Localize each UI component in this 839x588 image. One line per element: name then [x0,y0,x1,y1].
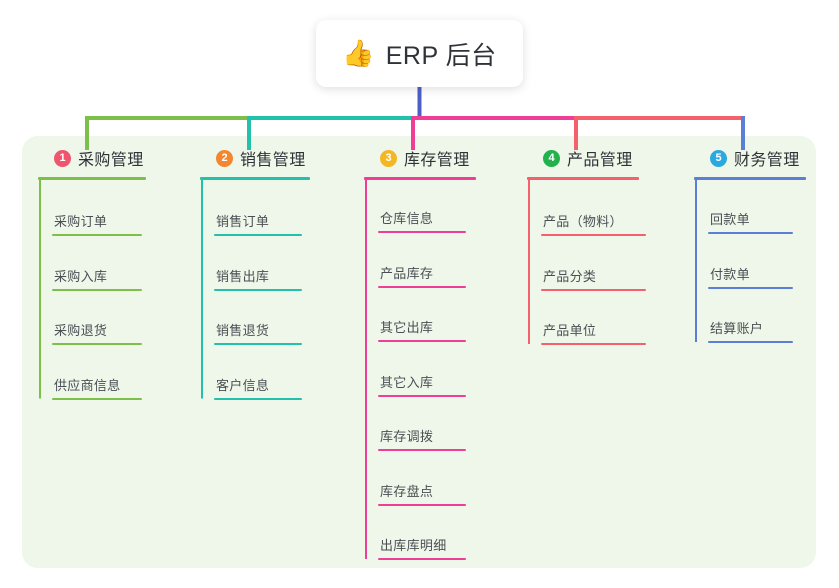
leaf-item[interactable]: 库存调拨 [378,426,466,451]
leaf-item-label: 客户信息 [216,377,270,393]
leaf-item-underline [378,285,466,288]
leaf-item[interactable]: 采购入库 [52,266,142,291]
leaf-item-label: 库存调拨 [380,429,434,444]
leaf-item-label: 产品（物料） [543,214,623,229]
leaf-item[interactable]: 产品单位 [541,320,646,345]
branch-column-4: 4 产品管理 [527,146,639,180]
leaf-item-underline [708,341,793,343]
thumbs-up-icon: 👍 [342,37,375,68]
leaf-item-underline [378,340,466,342]
leaf-item[interactable]: 采购订单 [52,211,142,236]
root-node[interactable]: 👍 ERP 后台 [316,20,523,87]
leaf-item-underline [52,397,142,400]
leaf-item-label: 出库库明细 [380,538,447,553]
branch-underline [200,177,310,180]
branch-number-badge: 4 [543,149,560,167]
branch-title: 财务管理 [734,152,800,169]
branch-number-badge: 5 [710,149,727,167]
leaf-item-underline [541,288,646,291]
leaf-item[interactable]: 客户信息 [214,375,302,400]
branch-title: 采购管理 [78,152,144,169]
leaf-item-label: 供应商信息 [54,377,121,393]
leaf-item[interactable]: 销售出库 [214,266,302,291]
leaf-item-label: 采购退货 [54,323,108,338]
leaf-item-underline [378,394,466,397]
leaf-item-underline [214,397,302,400]
leaf-item-underline [708,232,793,234]
branch-column-5: 5 财务管理 [694,146,806,180]
branch-number-badge: 1 [54,149,71,167]
leaf-item-label: 采购订单 [54,214,108,229]
leaf-item-label: 仓库信息 [380,211,434,226]
branch-number-badge: 3 [380,149,397,167]
root-node-label: ERP 后台 [385,41,497,70]
leaf-item-label: 销售退货 [216,323,270,338]
leaf-item-label: 采购入库 [54,268,108,284]
leaf-item-underline [52,234,142,236]
leaf-item-underline [378,558,466,560]
branch-title: 销售管理 [240,152,306,169]
leaf-item[interactable]: 产品库存 [378,263,466,288]
leaf-item[interactable]: 产品分类 [541,266,646,291]
leaf-item-underline [214,288,302,291]
branch-underline [38,177,146,180]
leaf-item-underline [378,503,466,506]
branch-header-5[interactable]: 5 财务管理 [694,146,800,170]
leaf-item-underline [52,343,142,345]
leaf-item-label: 产品单位 [543,323,597,338]
leaf-item-label: 结算账户 [710,321,764,336]
branches-background-panel [22,136,816,568]
leaf-item-underline [708,286,793,289]
leaf-item[interactable]: 销售订单 [214,211,302,236]
leaf-item-label: 其它出库 [380,320,434,335]
leaf-item[interactable]: 其它出库 [378,317,466,342]
leaf-item[interactable]: 供应商信息 [52,375,142,400]
branch-title: 产品管理 [567,152,633,169]
leaf-item[interactable]: 其它入库 [378,372,466,397]
leaf-item-label: 销售出库 [216,268,270,284]
branch-number-badge: 2 [216,149,233,167]
leaf-item[interactable]: 付款单 [708,264,793,289]
leaf-item[interactable]: 仓库信息 [378,208,466,233]
leaf-item[interactable]: 出库库明细 [378,535,466,560]
leaf-item-label: 销售订单 [216,214,270,229]
leaf-item-label: 产品库存 [380,265,434,281]
branch-header-1[interactable]: 1 采购管理 [38,146,144,170]
leaf-item[interactable]: 销售退货 [214,320,302,345]
branch-column-1: 1 采购管理 [38,146,146,180]
leaf-item-underline [214,343,302,345]
leaf-item[interactable]: 采购退货 [52,320,142,345]
branch-column-2: 2 销售管理 [200,146,310,180]
leaf-item-underline [378,449,466,451]
leaf-item-label: 付款单 [710,266,750,282]
branch-header-4[interactable]: 4 产品管理 [527,146,633,170]
leaf-item-label: 产品分类 [543,268,597,284]
leaf-item-underline [52,288,142,291]
branch-underline [364,177,476,180]
branch-underline [527,177,639,180]
leaf-item-underline [541,343,646,345]
leaf-item-label: 其它入库 [380,374,434,390]
leaf-item-label: 库存盘点 [380,483,434,499]
branch-title: 库存管理 [404,152,470,169]
branch-underline [694,177,806,180]
leaf-item[interactable]: 回款单 [708,209,793,234]
leaf-item-underline [378,231,466,233]
leaf-item[interactable]: 结算账户 [708,318,793,343]
leaf-item[interactable]: 库存盘点 [378,481,466,506]
leaf-item[interactable]: 产品（物料） [541,211,646,236]
leaf-item-label: 回款单 [710,212,750,227]
branch-header-2[interactable]: 2 销售管理 [200,146,306,170]
branch-header-3[interactable]: 3 库存管理 [364,146,470,170]
branch-column-3: 3 库存管理 [364,146,476,180]
leaf-item-underline [214,234,302,236]
leaf-item-underline [541,234,646,236]
